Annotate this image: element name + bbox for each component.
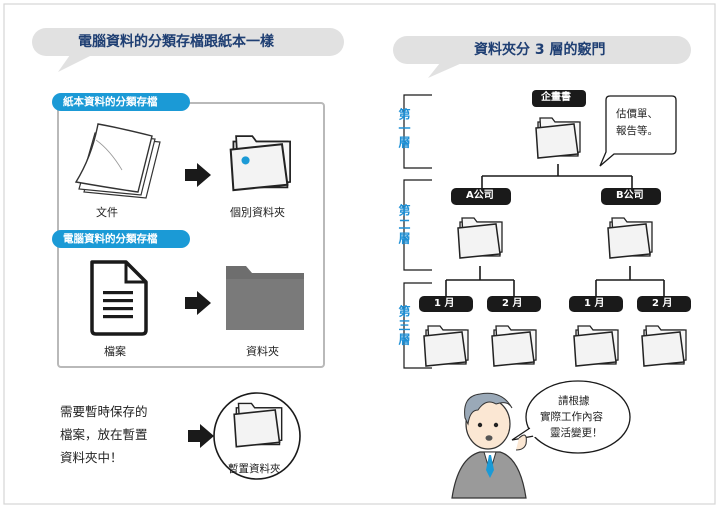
temp-folder-icon: [233, 402, 283, 448]
folder-icon: [573, 325, 619, 367]
tree-connectors: [445, 164, 665, 296]
digital-folder-icon: [226, 266, 304, 330]
left-title: 電腦資料的分類存檔跟紙本一樣: [78, 34, 274, 50]
top-node-pill: [532, 90, 586, 107]
folder-icon: [229, 135, 292, 192]
paper-stack-icon: [74, 123, 161, 199]
temp-text-line-2: 檔案，放在暫置: [60, 427, 148, 442]
note-bubble: [599, 95, 677, 167]
folder-icon: [491, 325, 537, 367]
month-pill: [419, 296, 473, 312]
month-label: 1 月: [584, 298, 605, 309]
layer-2-label: 第二層: [397, 204, 411, 246]
month-pill: [637, 296, 691, 312]
advice-bubble: [511, 380, 631, 454]
month-label: 2 月: [652, 298, 673, 309]
company-a-label: A公司: [466, 190, 494, 201]
digital-tag-label: 電腦資料的分類存檔: [63, 233, 158, 245]
company-a-pill: [451, 188, 511, 205]
folder-icon: [607, 217, 653, 259]
character-illustration: [451, 392, 527, 499]
advice-line-1: 請根據: [558, 395, 590, 407]
folder-icon: [641, 325, 687, 367]
folder-label: 資料夾: [246, 345, 279, 358]
folder-icon: [423, 325, 469, 367]
digital-tag-pill: [52, 230, 190, 248]
advice-line-3: 靈活變更！: [550, 427, 603, 439]
temp-text-line-3: 資料夾中！: [60, 450, 123, 465]
left-header-pill: [32, 28, 344, 72]
company-b-pill: [601, 188, 661, 205]
top-node-label: 企畫書: [541, 92, 571, 103]
folder-icon: [457, 217, 503, 259]
note-line-2: 報告等。: [616, 125, 658, 137]
paper-tag-pill: [52, 93, 190, 111]
month-label: 1 月: [434, 298, 455, 309]
layer-brackets: [403, 94, 432, 369]
month-pill: [487, 296, 541, 312]
folder-icon: [535, 117, 581, 159]
paper-folder-label: 個別資料夾: [230, 206, 285, 219]
month-label: 2 月: [502, 298, 523, 309]
right-title: 資料夾分 3 層的竅門: [474, 42, 606, 58]
company-b-label: B公司: [616, 190, 644, 201]
paper-tag-label: 紙本資料的分類存檔: [63, 96, 158, 108]
paper-doc-label: 文件: [96, 206, 118, 219]
advice-line-2: 實際工作內容: [540, 411, 603, 423]
layer-1-label: 第一層: [397, 108, 411, 150]
right-header-pill: [393, 36, 691, 78]
document-icon: [90, 260, 148, 336]
temp-text-line-1: 需要暫時保存的: [60, 404, 148, 419]
file-label: 檔案: [104, 345, 126, 358]
layer-3-label: 第三層: [397, 305, 411, 347]
note-line-1: 估價單、: [616, 108, 658, 120]
month-pill: [569, 296, 623, 312]
temp-folder-label: 暫置資料夾: [228, 463, 281, 475]
